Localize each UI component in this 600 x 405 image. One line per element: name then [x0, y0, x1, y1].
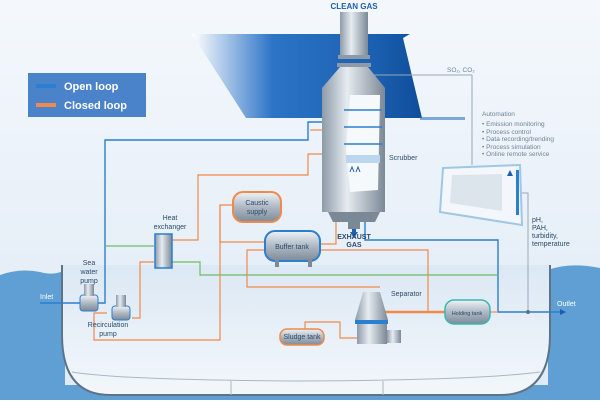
hull-deck-line [71, 371, 541, 382]
so2-co2-label: SO₂, CO₂ [447, 67, 475, 74]
scrubber-label: Scrubber [389, 155, 418, 162]
automation-list: Automation • Emission monitoring • Proce… [482, 111, 554, 158]
legend-box [28, 73, 146, 117]
inlet-label: Inlet [40, 294, 53, 301]
heat-exchanger-label-1: Heat [163, 215, 178, 222]
exhaust-gas-label-2: GAS [346, 242, 362, 249]
logo-triangle-icon [507, 170, 513, 176]
sea-water-pump-label-2: water [79, 269, 98, 276]
automation-monitor [438, 163, 524, 227]
sensor-lines [354, 74, 529, 312]
automation-item: • Online remote service [482, 151, 550, 158]
automation-heading: Automation [482, 111, 515, 118]
exhaust-gas-label-1: EXHAUST [337, 234, 371, 241]
legend-closed-loop: Closed loop [36, 100, 127, 112]
funnel-base-band [420, 117, 465, 120]
cooling-pipes [105, 245, 498, 276]
outlet-arrow-icon [560, 309, 566, 315]
holding-tank-label: Holding tank [452, 311, 483, 317]
sea-water-pump-label-1: Sea [83, 260, 96, 267]
scrubber [322, 12, 385, 238]
legend-open-loop-label: Open loop [64, 81, 119, 93]
sensor-label: PAH, [532, 225, 548, 232]
automation-item: • Emission monitoring [482, 121, 545, 128]
sensor-label: temperature [532, 241, 570, 248]
recirculation-pump-label-2: pump [99, 331, 117, 338]
sea-water-pump: Sea water pump [79, 260, 99, 312]
sensor-label: turbidity, [532, 233, 558, 240]
automation-item: • Process simulation [482, 144, 541, 151]
separator: Separator [355, 291, 422, 344]
separator-label: Separator [391, 291, 422, 298]
caustic-label-1: Caustic [245, 200, 269, 207]
sensor-label: pH, [532, 217, 543, 224]
buffer-tank: Buffer tank [264, 230, 321, 267]
holding-tank: Holding tank [444, 299, 491, 325]
sea-water-pump-label-3: pump [80, 278, 98, 285]
outlet-label: Outlet [557, 301, 576, 308]
clean-gas-label: CLEAN GAS [330, 2, 378, 11]
caustic-supply-tank: Caustic supply [232, 191, 282, 223]
heat-exchanger-label-2: exchanger [154, 224, 187, 231]
automation-item: • Process control [482, 129, 531, 136]
closed-loop-pipes [93, 129, 498, 341]
caustic-label-2: supply [247, 209, 268, 216]
legend-closed-loop-label: Closed loop [64, 100, 127, 112]
sensor-labels: pH, PAH, turbidity, temperature [532, 217, 570, 248]
recirculation-pump-label-1: Recirculation [88, 322, 129, 329]
sensor-point [526, 310, 530, 314]
heat-exchanger: Heat exchanger [154, 215, 187, 269]
buffer-tank-label: Buffer tank [275, 244, 309, 251]
sludge-tank-label: Sludge tank [284, 334, 321, 341]
exhaust-arrow-icon [350, 229, 358, 238]
sludge-tank: Sludge tank [279, 328, 325, 346]
legend-open-loop: Open loop [36, 81, 119, 93]
automation-item: • Data recording/trending [482, 136, 554, 143]
recirculation-pump: Recirculation pump [88, 295, 131, 338]
